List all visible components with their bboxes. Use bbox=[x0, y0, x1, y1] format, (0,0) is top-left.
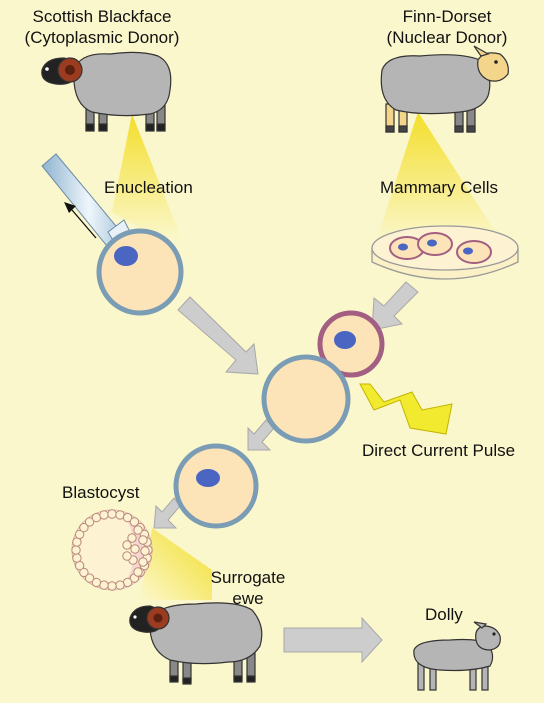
arrow-from-mammary-cells bbox=[371, 281, 419, 331]
inner-cell-mass-cell bbox=[122, 551, 132, 561]
arrow-to-blastocyst bbox=[153, 497, 181, 529]
direct-current-pulse-label: Direct Current Pulse bbox=[362, 441, 516, 460]
recipient-egg-cell bbox=[96, 228, 184, 316]
blackface-light-beam bbox=[112, 114, 182, 240]
inner-cell-mass-cell bbox=[122, 540, 132, 550]
dolly-lamb-icon bbox=[413, 621, 501, 691]
petri-dish-icon bbox=[371, 225, 519, 280]
arrow-to-fusion bbox=[177, 296, 259, 375]
inner-cell-mass-cell bbox=[140, 546, 150, 556]
donor-nucleus bbox=[334, 331, 356, 349]
enucleation-label: Enucleation bbox=[104, 178, 193, 197]
inner-cell-mass-cell bbox=[133, 567, 143, 577]
inner-cell-mass-cell bbox=[127, 533, 137, 543]
surrogate-ewe-label-line1: Surrogate bbox=[210, 568, 286, 587]
finn-dorset-light-beam bbox=[378, 112, 498, 236]
blastocyst-cell bbox=[84, 517, 95, 527]
cytoplasmic-donor-role: (Cytoplasmic Donor) bbox=[24, 28, 180, 47]
inner-cell-mass-cell bbox=[138, 557, 148, 567]
blastocyst-cell bbox=[74, 529, 85, 540]
surrogate-ewe-label-line2: ewe bbox=[232, 589, 264, 608]
blastocyst-cell bbox=[122, 512, 133, 523]
blastocyst-cell bbox=[129, 517, 140, 527]
nuclear-donor-breed: Finn-Dorset bbox=[402, 7, 492, 26]
blastocyst-cell bbox=[71, 545, 81, 555]
blastocyst-cell bbox=[99, 510, 109, 520]
inner-cell-mass-cell bbox=[133, 525, 143, 535]
cytoplasmic-donor-label: Scottish Blackface (Cytoplasmic Donor) bbox=[12, 6, 192, 48]
inner-cell-mass-cell bbox=[138, 535, 148, 545]
arrow-to-embryo bbox=[247, 419, 275, 451]
enucleated-egg-cell bbox=[261, 354, 351, 444]
blastocyst-cell bbox=[72, 553, 82, 563]
dolly-label: Dolly bbox=[425, 605, 463, 624]
surrogate-ewe-icon bbox=[129, 602, 263, 685]
nuclear-donor-role: (Nuclear Donor) bbox=[386, 28, 508, 47]
blastocyst-icon bbox=[71, 509, 153, 591]
finn-dorset-sheep-icon bbox=[380, 45, 509, 133]
surrogate-ewe-label: Surrogate ewe bbox=[200, 567, 296, 609]
blastocyst-cell bbox=[79, 567, 89, 578]
blastocyst-cell bbox=[107, 581, 117, 591]
blastocyst-cell bbox=[107, 509, 117, 519]
nuclear-donor-label: Finn-Dorset (Nuclear Donor) bbox=[362, 6, 532, 48]
lightning-bolt-icon bbox=[359, 383, 453, 435]
egg-nucleus-being-removed bbox=[114, 246, 138, 266]
inner-cell-mass-cell bbox=[130, 544, 140, 554]
scottish-blackface-sheep-icon bbox=[41, 51, 172, 132]
mammary-cells-label: Mammary Cells bbox=[380, 178, 499, 197]
withdraw-arrow bbox=[71, 209, 97, 239]
embryo-nucleus bbox=[196, 469, 220, 487]
blastocyst-cell bbox=[84, 573, 95, 583]
blastocyst-light-beam bbox=[140, 528, 212, 600]
blastocyst-cell bbox=[91, 577, 102, 588]
cytoplasmic-donor-breed: Scottish Blackface bbox=[32, 7, 172, 26]
fused-embryo-cell bbox=[173, 443, 259, 529]
blastocyst-label: Blastocyst bbox=[62, 483, 140, 502]
blastocyst-cell bbox=[115, 580, 125, 590]
arrow-to-dolly bbox=[283, 616, 383, 664]
blastocyst-cell bbox=[79, 522, 89, 533]
donor-mammary-cell bbox=[317, 310, 385, 378]
